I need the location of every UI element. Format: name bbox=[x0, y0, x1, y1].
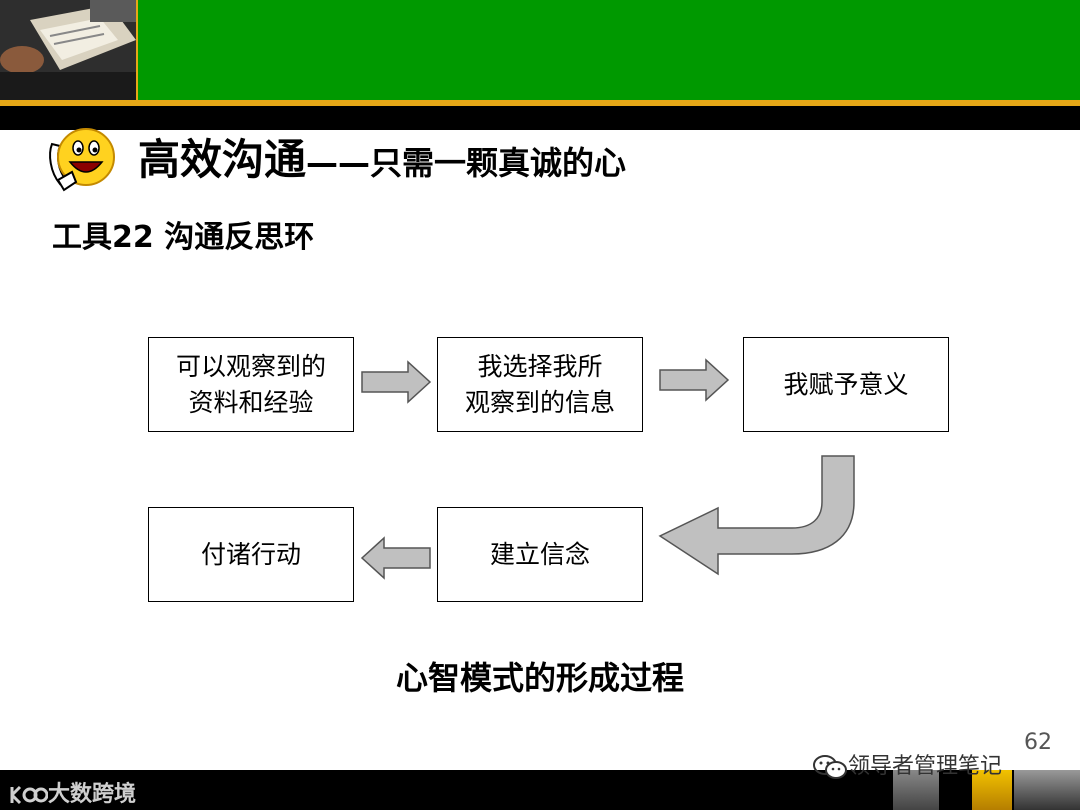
page-title: 高效沟通——只需一颗真诚的心 bbox=[138, 132, 626, 191]
page-number: 62 bbox=[1024, 730, 1052, 755]
step-select-information: 我选择我所观察到的信息 bbox=[437, 337, 643, 432]
header-photo bbox=[0, 0, 138, 100]
arrow-right-2 bbox=[658, 358, 730, 402]
smiley-phone-icon bbox=[46, 124, 118, 194]
step5-label: 付诸行动 bbox=[201, 537, 301, 573]
arrow-right-1 bbox=[360, 360, 432, 404]
watermark-text: 领导者管理笔记 bbox=[848, 754, 1002, 779]
step-assign-meaning: 我赋予意义 bbox=[743, 337, 949, 432]
step-observable-data: 可以观察到的资料和经验 bbox=[148, 337, 354, 432]
header-banner bbox=[0, 0, 1080, 106]
step3-label: 我赋予意义 bbox=[783, 367, 908, 403]
header-divider bbox=[0, 106, 1080, 130]
step1-line2: 资料和经验 bbox=[188, 388, 313, 417]
arrow-left bbox=[360, 536, 432, 580]
title-main: 高效沟通 bbox=[138, 135, 306, 184]
step-take-action: 付诸行动 bbox=[148, 507, 354, 602]
title-dash: —— bbox=[306, 144, 370, 182]
footer-photo-3 bbox=[1014, 770, 1080, 810]
footer-logo: 大数跨境 bbox=[8, 776, 136, 808]
step-build-belief: 建立信念 bbox=[437, 507, 643, 602]
header-photo-image bbox=[0, 0, 136, 100]
arrow-curved-down-left bbox=[656, 452, 860, 578]
step2-line1: 我选择我所 bbox=[477, 352, 602, 381]
step2-line2: 观察到的信息 bbox=[465, 388, 615, 417]
title-sub: 只需一颗真诚的心 bbox=[370, 144, 626, 182]
watermark: 领导者管理笔记 bbox=[812, 748, 1002, 780]
section-subtitle: 工具22 沟通反思环 bbox=[52, 218, 314, 258]
diagram-caption: 心智模式的形成过程 bbox=[0, 656, 1080, 700]
step1-line1: 可以观察到的 bbox=[176, 352, 326, 381]
footer-logo-text: 大数跨境 bbox=[48, 782, 136, 807]
step4-label: 建立信念 bbox=[490, 537, 590, 573]
wechat-icon bbox=[812, 754, 848, 780]
logo-icon bbox=[8, 783, 48, 807]
